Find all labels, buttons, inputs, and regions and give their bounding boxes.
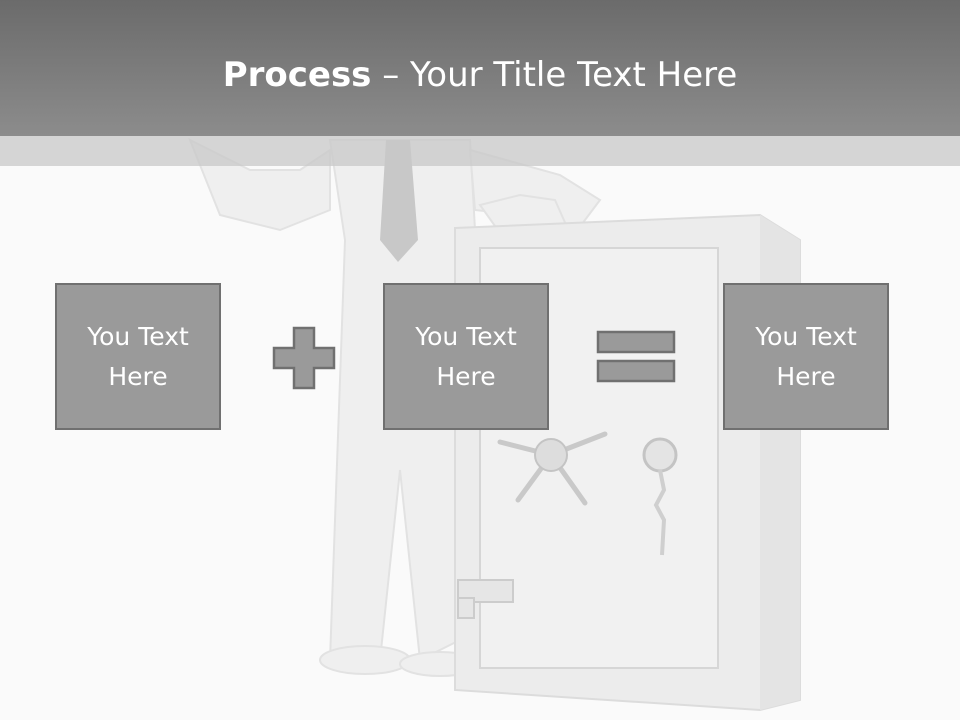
- text-box-1-label: You Text Here: [87, 321, 189, 391]
- title-rest-text: – Your Title Text Here: [371, 55, 738, 95]
- title-bar: [0, 0, 960, 136]
- title-strip: [0, 136, 960, 166]
- plus-icon: [272, 326, 336, 390]
- title-bold-text: Process: [222, 55, 372, 95]
- text-box-3[interactable]: You Text Here: [723, 283, 889, 430]
- text-box-2-label: You Text Here: [415, 321, 517, 391]
- tie-shape: [380, 140, 418, 262]
- equals-icon: [596, 330, 676, 383]
- slide-title: Process – Your Title Text Here: [0, 52, 960, 98]
- text-box-2[interactable]: You Text Here: [383, 283, 549, 430]
- text-box-1[interactable]: You Text Here: [55, 283, 221, 430]
- text-box-3-label: You Text Here: [755, 321, 857, 391]
